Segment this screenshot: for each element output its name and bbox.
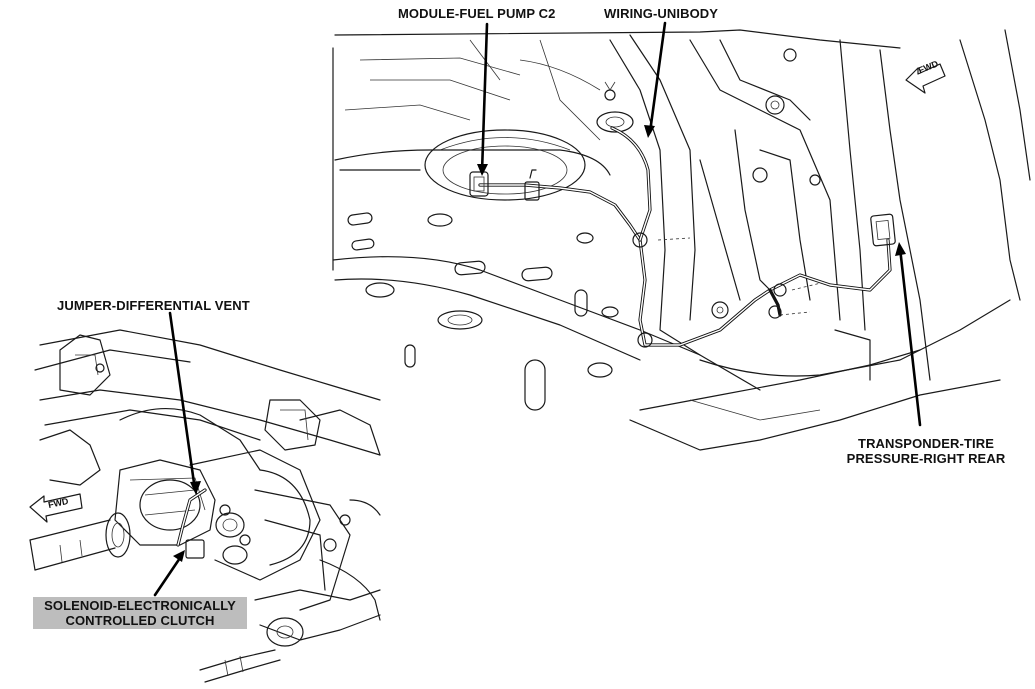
leader-arrowhead <box>173 550 185 562</box>
wiring-unibody-label: WIRING-UNIBODY <box>604 6 719 21</box>
leader-lines <box>153 21 922 597</box>
fwd-arrow-bottom-left-icon <box>29 493 83 523</box>
solenoid-clutch-label: SOLENOID-ELECTRONICALLY CONTROLLED CLUTC… <box>33 597 247 629</box>
underbody-floor-pan-view <box>332 29 1031 451</box>
fwd-arrow-top-right-icon <box>905 63 946 94</box>
leader-arrowhead <box>895 242 906 256</box>
leader-arrowhead <box>190 481 201 495</box>
leader-arrowhead <box>477 164 488 176</box>
solenoid-label-line1: SOLENOID-ELECTRONICALLY <box>44 598 236 613</box>
jumper-differential-vent-label: JUMPER-DIFFERENTIAL VENT <box>57 298 250 313</box>
transponder-label-line2: PRESSURE-RIGHT REAR <box>846 451 1006 466</box>
solenoid-label-line2: CONTROLLED CLUTCH <box>65 613 215 628</box>
leader-arrowhead <box>644 125 655 138</box>
rear-axle-differential-view <box>29 329 381 683</box>
module-fuel-pump-c2-label: MODULE-FUEL PUMP C2 <box>398 6 556 21</box>
transponder-tire-pressure-label: TRANSPONDER-TIRE PRESSURE-RIGHT REAR <box>836 436 1016 466</box>
transponder-label-line1: TRANSPONDER-TIRE <box>858 436 994 451</box>
